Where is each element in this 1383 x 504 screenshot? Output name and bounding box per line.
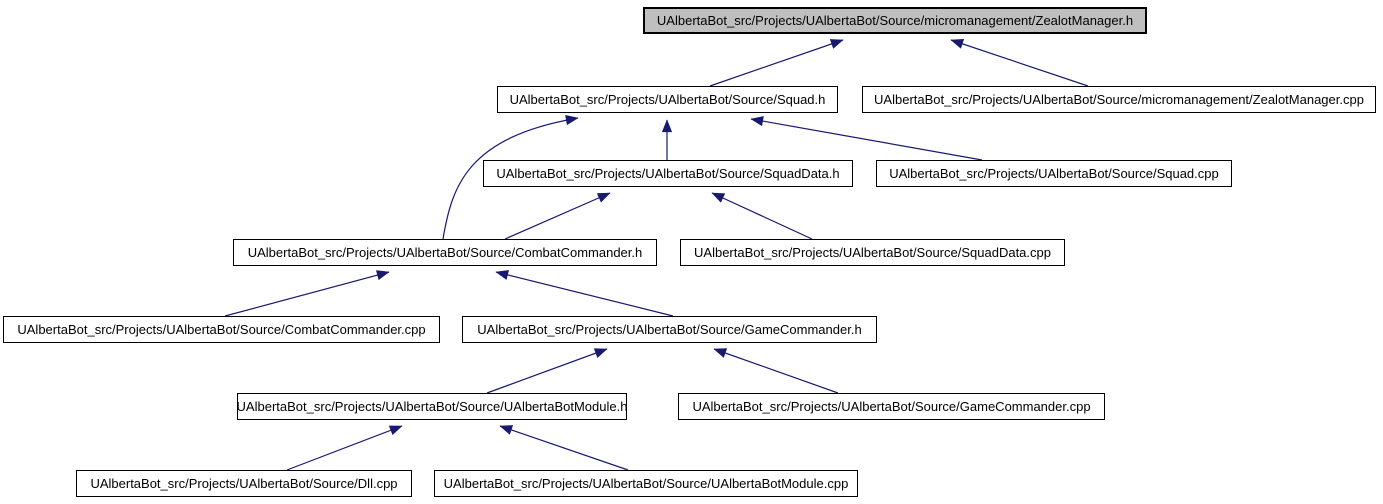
node-ualbertabotmodule-h[interactable]: UAlbertaBot_src/Projects/UAlbertaBot/Sou… bbox=[237, 393, 627, 420]
node-gamecommander-h[interactable]: UAlbertaBot_src/Projects/UAlbertaBot/Sou… bbox=[462, 316, 877, 343]
node-squaddata-cpp[interactable]: UAlbertaBot_src/Projects/UAlbertaBot/Sou… bbox=[680, 239, 1065, 266]
node-dll-cpp[interactable]: UAlbertaBot_src/Projects/UAlbertaBot/Sou… bbox=[76, 470, 412, 497]
node-squaddata-h[interactable]: UAlbertaBot_src/Projects/UAlbertaBot/Sou… bbox=[483, 160, 853, 187]
edge-gamecommander-cpp-to-gamecommander-h bbox=[713, 348, 839, 394]
edge-combatcommander-h-to-squaddata-h bbox=[504, 192, 611, 240]
edge-combatcommander-cpp-to-combatcommander-h bbox=[224, 270, 390, 317]
edge-squad-cpp-to-squad-h bbox=[750, 116, 983, 161]
node-ualbertabotmodule-cpp[interactable]: UAlbertaBot_src/Projects/UAlbertaBot/Sou… bbox=[434, 470, 858, 497]
edge-zealotmanager-cpp-to-zealotmanager-h bbox=[950, 39, 1089, 87]
node-combatcommander-h[interactable]: UAlbertaBot_src/Projects/UAlbertaBot/Sou… bbox=[233, 239, 657, 266]
node-squad-cpp[interactable]: UAlbertaBot_src/Projects/UAlbertaBot/Sou… bbox=[876, 160, 1232, 187]
edge-ualbertabotmodule-h-to-gamecommander-h bbox=[486, 348, 608, 394]
edge-gamecommander-h-to-combatcommander-h bbox=[495, 269, 674, 317]
node-combatcommander-cpp[interactable]: UAlbertaBot_src/Projects/UAlbertaBot/Sou… bbox=[3, 316, 440, 343]
node-zealotmanager-h[interactable]: UAlbertaBot_src/Projects/UAlbertaBot/Sou… bbox=[643, 7, 1147, 34]
edge-ualbertabotmodule-cpp-to-ualbertabotmodule-h bbox=[499, 425, 629, 471]
edge-squad-h-to-zealotmanager-h bbox=[709, 39, 844, 87]
node-squad-h[interactable]: UAlbertaBot_src/Projects/UAlbertaBot/Sou… bbox=[497, 86, 838, 113]
edge-dll-cpp-to-ualbertabotmodule-h bbox=[286, 425, 403, 471]
node-zealotmanager-cpp[interactable]: UAlbertaBot_src/Projects/UAlbertaBot/Sou… bbox=[862, 86, 1376, 113]
node-gamecommander-cpp[interactable]: UAlbertaBot_src/Projects/UAlbertaBot/Sou… bbox=[678, 393, 1105, 420]
edge-squaddata-cpp-to-squaddata-h bbox=[711, 192, 813, 240]
